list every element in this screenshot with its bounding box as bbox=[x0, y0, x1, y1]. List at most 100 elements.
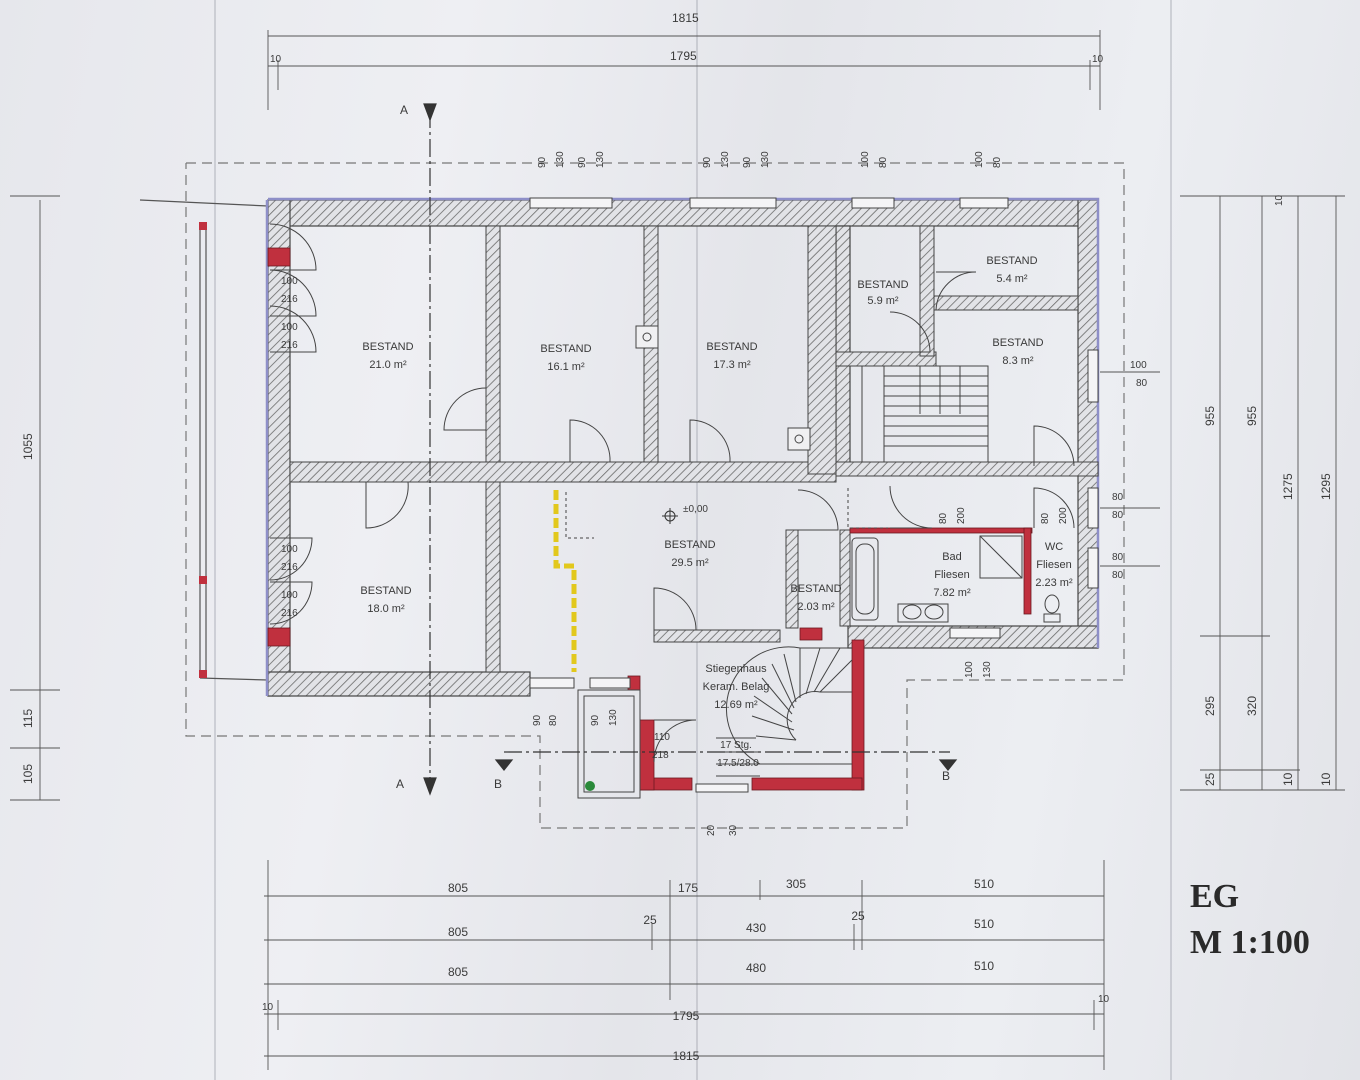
door-swings bbox=[269, 223, 1075, 763]
svg-text:805: 805 bbox=[448, 881, 468, 895]
wc-area: 2.23 m² bbox=[1035, 577, 1073, 589]
svg-text:1055: 1055 bbox=[21, 433, 35, 460]
room-name: BESTAND bbox=[540, 343, 591, 355]
svg-text:200: 200 bbox=[1058, 507, 1069, 524]
chimneys bbox=[635, 325, 811, 451]
stair-steps: 17 Stg. bbox=[720, 740, 752, 751]
dimension-lines bbox=[10, 30, 1345, 1070]
windows bbox=[529, 197, 1099, 793]
svg-text:175: 175 bbox=[678, 881, 698, 895]
room-labels: BESTAND 21.0 m² BESTAND 16.1 m² BESTAND … bbox=[360, 255, 1073, 769]
svg-text:510: 510 bbox=[974, 917, 994, 931]
dim-bottom-left-margin: 10 bbox=[262, 1002, 274, 1013]
paper-fold bbox=[214, 0, 216, 1080]
svg-text:100: 100 bbox=[281, 322, 298, 333]
section-a-bottom: A bbox=[396, 777, 404, 791]
top-opening-labels: 90 130 90 130 90 130 90 130 100 80 100 8… bbox=[537, 151, 1003, 168]
door-size-labels: 80 200 80 200 100 216 100 216 100 216 10… bbox=[281, 276, 1069, 761]
plaster-outline bbox=[265, 197, 1100, 696]
bath-name: Bad bbox=[942, 551, 962, 563]
entrance-porch bbox=[577, 689, 641, 799]
svg-text:130: 130 bbox=[760, 151, 771, 168]
floor-label: EG bbox=[1190, 878, 1240, 915]
svg-text:90: 90 bbox=[577, 156, 588, 168]
room-area: 18.0 m² bbox=[367, 603, 405, 615]
wc-name: WC bbox=[1045, 541, 1063, 553]
svg-text:100: 100 bbox=[974, 151, 985, 168]
svg-text:295: 295 bbox=[1203, 696, 1217, 716]
stair-step-size: 17.5/28.0 bbox=[717, 758, 759, 769]
stair-name: Stiegenhaus bbox=[705, 663, 767, 675]
svg-text:430: 430 bbox=[746, 921, 766, 935]
svg-text:130: 130 bbox=[595, 151, 606, 168]
column bbox=[199, 576, 207, 584]
paper-fold bbox=[696, 0, 698, 1080]
svg-text:100: 100 bbox=[281, 590, 298, 601]
svg-text:955: 955 bbox=[1245, 406, 1259, 426]
paper-fold bbox=[1170, 0, 1172, 1080]
section-b-right: B bbox=[942, 769, 950, 783]
svg-text:805: 805 bbox=[448, 925, 468, 939]
south-opening-labels: 90 80 90 130 100 130 20 30 bbox=[532, 661, 993, 836]
dim-top-left-margin: 10 bbox=[270, 54, 282, 65]
room-area: 21.0 m² bbox=[369, 359, 407, 371]
svg-text:510: 510 bbox=[974, 959, 994, 973]
demolition-marking bbox=[553, 490, 577, 672]
room-name: BESTAND bbox=[360, 585, 411, 597]
svg-text:90: 90 bbox=[702, 156, 713, 168]
sanitary-fixtures bbox=[851, 535, 1061, 623]
svg-text:100: 100 bbox=[281, 544, 298, 555]
svg-text:10: 10 bbox=[1319, 772, 1333, 786]
section-lines bbox=[423, 103, 958, 796]
room-area: 8.3 m² bbox=[1002, 355, 1034, 367]
room-name: BESTAND bbox=[790, 583, 841, 595]
dim-top-right-margin: 10 bbox=[1092, 54, 1104, 65]
stair-finish: Keram. Belag bbox=[703, 681, 770, 693]
svg-text:216: 216 bbox=[281, 562, 298, 573]
property-boundary bbox=[185, 162, 1125, 829]
svg-text:80: 80 bbox=[992, 156, 1003, 168]
svg-text:320: 320 bbox=[1245, 696, 1259, 716]
room-name: BESTAND bbox=[362, 341, 413, 353]
svg-text:80: 80 bbox=[1112, 552, 1124, 563]
level-label: ±0,00 bbox=[683, 504, 708, 515]
svg-text:80: 80 bbox=[1136, 378, 1148, 389]
svg-text:80: 80 bbox=[938, 512, 949, 524]
room-area: 16.1 m² bbox=[547, 361, 585, 373]
svg-text:100: 100 bbox=[860, 151, 871, 168]
svg-text:1795: 1795 bbox=[673, 1009, 700, 1023]
svg-text:955: 955 bbox=[1203, 406, 1217, 426]
svg-text:10: 10 bbox=[1274, 194, 1285, 206]
svg-text:480: 480 bbox=[746, 961, 766, 975]
left-dimensions: 1055 115 105 bbox=[21, 433, 35, 784]
bottom-dimensions: 805 175 305 510 805 25 430 25 510 805 48… bbox=[448, 877, 994, 1063]
svg-text:80: 80 bbox=[878, 156, 889, 168]
exterior-walls bbox=[267, 199, 1099, 697]
svg-text:105: 105 bbox=[21, 764, 35, 784]
svg-text:80: 80 bbox=[1112, 492, 1124, 503]
west-terrace bbox=[139, 199, 269, 681]
svg-text:20: 20 bbox=[706, 824, 717, 836]
dim-top-inner: 1795 bbox=[670, 49, 697, 63]
section-b-left: B bbox=[494, 777, 502, 791]
room-name: BESTAND bbox=[664, 539, 715, 551]
svg-text:80: 80 bbox=[1112, 570, 1124, 581]
svg-text:1275: 1275 bbox=[1281, 473, 1295, 500]
svg-text:216: 216 bbox=[281, 340, 298, 351]
right-dimensions: 955 955 1275 1295 295 320 25 10 10 10 bbox=[1203, 194, 1333, 786]
column bbox=[199, 222, 207, 230]
room-area: 2.03 m² bbox=[797, 601, 835, 613]
bath-area: 7.82 m² bbox=[933, 587, 971, 599]
svg-text:216: 216 bbox=[281, 294, 298, 305]
interior-walls bbox=[289, 225, 1099, 673]
svg-text:25: 25 bbox=[851, 909, 865, 923]
svg-text:90: 90 bbox=[590, 714, 601, 726]
dim-top-overall: 1815 bbox=[672, 11, 699, 25]
bath-finish: Fliesen bbox=[934, 569, 969, 581]
stair-area: 12.69 m² bbox=[714, 699, 758, 711]
svg-text:90: 90 bbox=[537, 156, 548, 168]
svg-text:115: 115 bbox=[21, 709, 35, 728]
svg-text:100: 100 bbox=[1130, 360, 1147, 371]
